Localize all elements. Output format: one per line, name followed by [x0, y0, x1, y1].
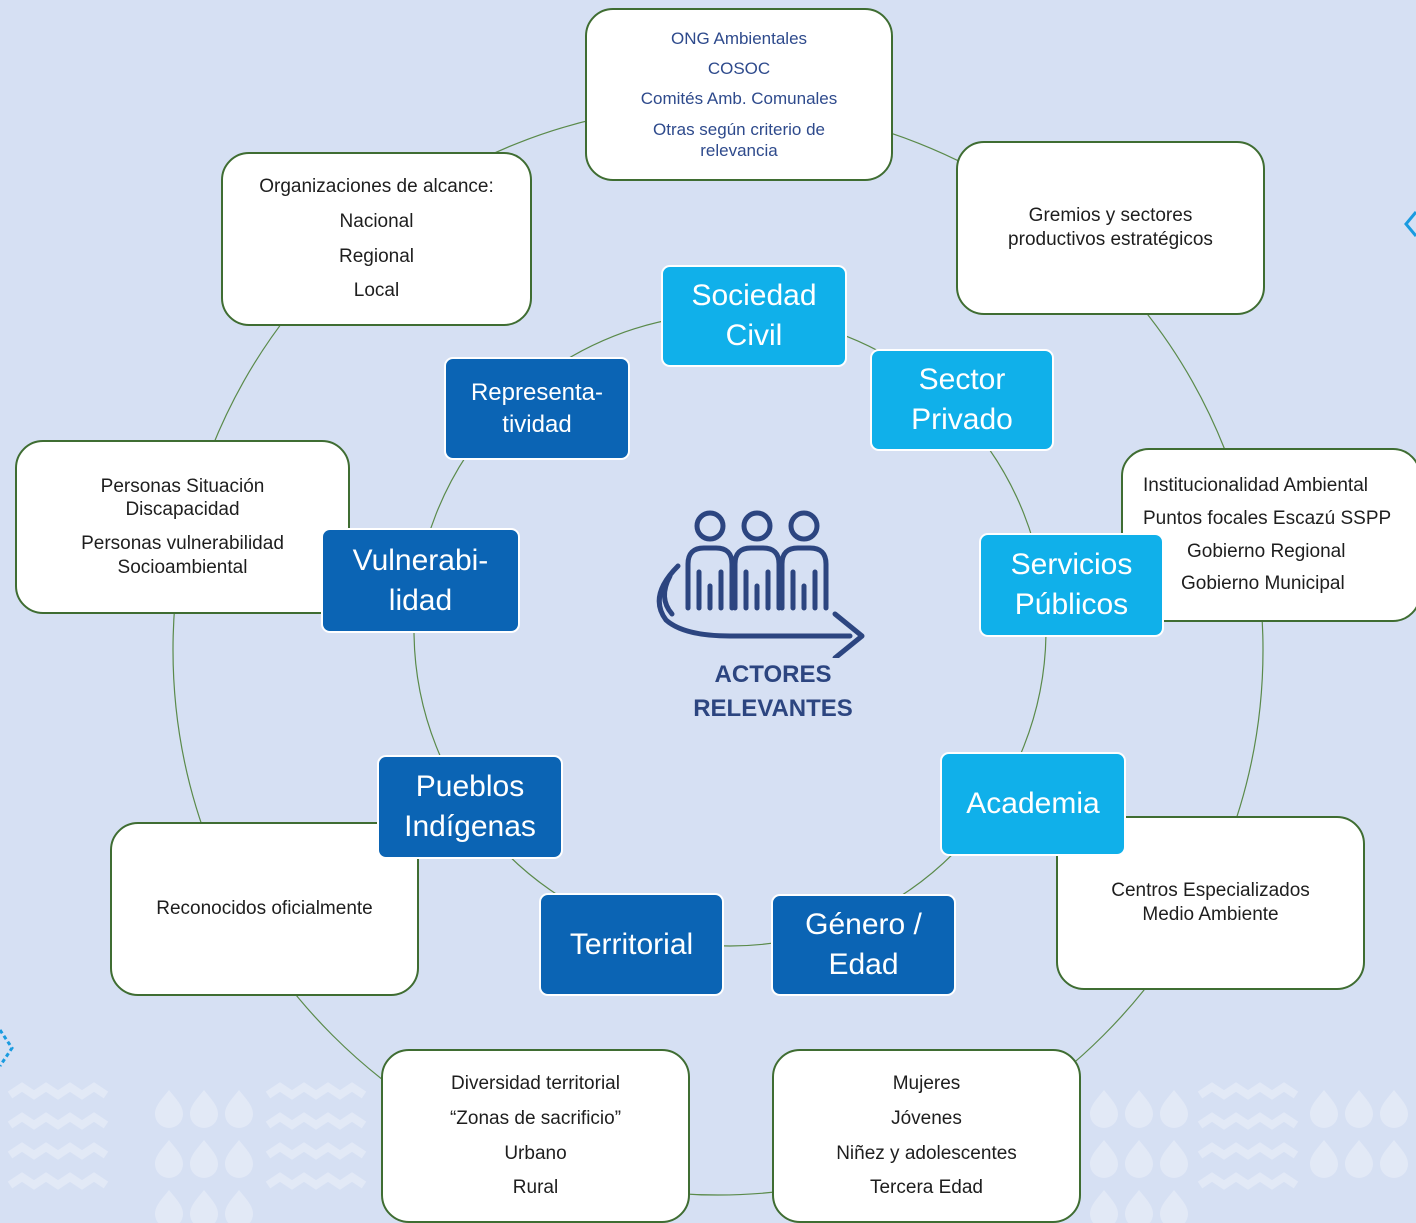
- box-ong-ambientales: ONG Ambientales COSOC Comités Amb. Comun…: [585, 8, 893, 181]
- edge-chevron-left: [0, 1029, 14, 1067]
- category-sociedad-civil: Sociedad Civil: [661, 265, 847, 367]
- box-line: Institucionalidad Ambiental: [1143, 475, 1368, 496]
- category-sector-privado: Sector Privado: [870, 349, 1054, 451]
- people-arrow-icon: [656, 510, 865, 658]
- category-genero-edad: Género / Edad: [771, 894, 956, 996]
- category-vulnerabilidad: Vulnerabi- lidad: [321, 528, 520, 633]
- box-line: Gobierno Municipal: [1181, 573, 1345, 595]
- center-title-line: RELEVANTES: [693, 694, 853, 722]
- box-institucionalidad: Institucionalidad Ambiental Puntos focal…: [1121, 448, 1416, 622]
- box-line: ONG Ambientales: [670, 28, 808, 48]
- edge-chevron-right: [1404, 211, 1416, 237]
- box-line: Personas vulnerabilidad Socioambiental: [81, 533, 284, 578]
- box-line: Regional: [339, 245, 414, 267]
- box-organizaciones: Organizaciones de alcance: Nacional Regi…: [221, 152, 532, 326]
- box-line: “Zonas de sacrificio”: [449, 1107, 622, 1129]
- center-title: ACTORES RELEVANTES: [650, 658, 896, 725]
- box-line: Diversidad territorial: [451, 1073, 620, 1094]
- box-line: Centros Especializados Medio Ambiente: [1111, 880, 1310, 925]
- box-line: Gobierno Regional: [1187, 540, 1346, 562]
- category-representatividad: Representa- tividad: [444, 357, 630, 460]
- box-line: Mujeres: [892, 1073, 961, 1094]
- category-pueblos-indigenas: Pueblos Indígenas: [377, 755, 563, 859]
- box-line: Rural: [512, 1177, 559, 1199]
- category-territorial: Territorial: [539, 893, 724, 996]
- box-line: COSOC: [707, 59, 771, 79]
- box-line: Nacional: [339, 210, 414, 232]
- box-line: Niñez y adolescentes: [836, 1142, 1017, 1164]
- box-line: Jóvenes: [891, 1107, 962, 1129]
- box-personas: Personas Situación Discapacidad Personas…: [15, 440, 350, 614]
- box-line: Tercera Edad: [869, 1177, 983, 1199]
- category-servicios-publicos: Servicios Públicos: [979, 533, 1164, 637]
- box-line: Otras según criterio de relevancia: [653, 119, 825, 160]
- box-line: Local: [353, 280, 400, 302]
- box-line: Reconocidos oficialmente: [156, 898, 373, 920]
- box-line: Organizaciones de alcance:: [259, 176, 494, 197]
- box-line: Urbano: [504, 1142, 567, 1164]
- box-territorial: Diversidad territorial “Zonas de sacrifi…: [381, 1049, 690, 1223]
- box-line: Puntos focales Escazú SSPP: [1143, 507, 1392, 529]
- category-academia: Academia: [940, 752, 1126, 856]
- center-title-line: ACTORES: [714, 661, 832, 688]
- box-reconocidos: Reconocidos oficialmente: [110, 822, 419, 996]
- box-line: Gremios y sectores productivos estratégi…: [1008, 205, 1213, 250]
- box-line: Comités Amb. Comunales: [640, 89, 838, 109]
- box-gremios: Gremios y sectores productivos estratégi…: [956, 141, 1265, 315]
- box-line: Personas Situación Discapacidad: [100, 475, 265, 521]
- box-genero-edad: Mujeres Jóvenes Niñez y adolescentes Ter…: [772, 1049, 1081, 1223]
